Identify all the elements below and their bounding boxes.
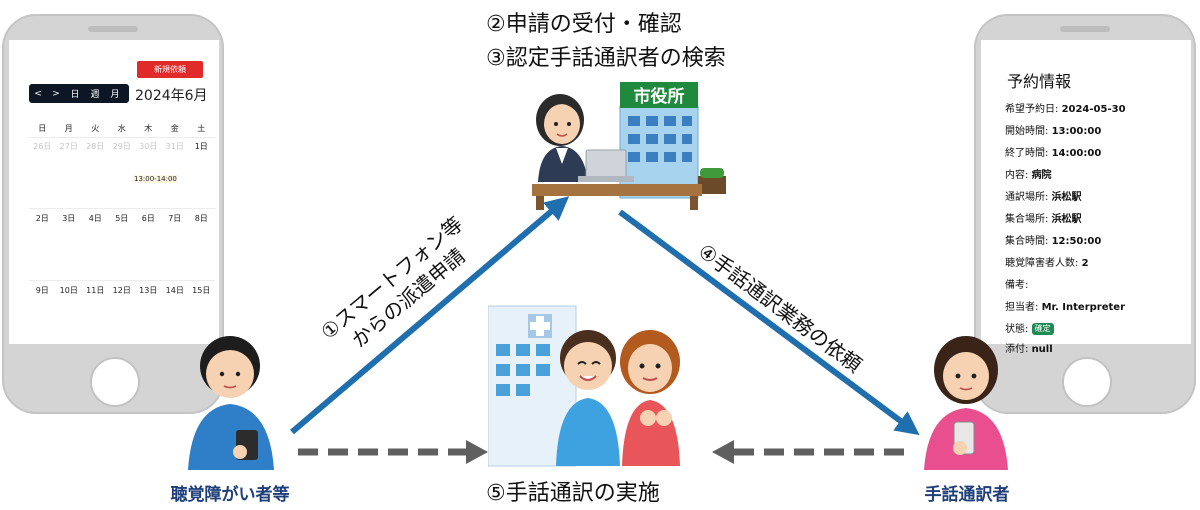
field-attachment: 添付: null [1005,344,1053,355]
next-month-button[interactable]: > [52,88,60,99]
interpreter-label: 手話通訳者 [924,485,1010,505]
field-interpret-place: 通訳場所: 浜松駅 [1005,192,1082,203]
calendar-divider [29,137,215,138]
calendar-day[interactable]: 7日 [168,214,182,223]
left-smartphone: 新規依頼 < > 日 週 月 2024年6月 日 月 火 水 木 金 土 26日… [2,14,224,414]
phone-speaker [88,26,138,32]
field-participant-count: 聴覚障害者人数: 2 [1005,258,1089,269]
field-date: 希望予約日: 2024-05-30 [1005,104,1126,115]
calendar-day[interactable]: 12日 [112,286,131,295]
reservation-screen: 予約情報 希望予約日: 2024-05-30 開始時間: 13:00:00 終了… [981,40,1191,355]
calendar-day[interactable]: 4日 [88,214,102,223]
calendar-day[interactable]: 10日 [59,286,78,295]
calendar-day[interactable]: 14日 [165,286,184,295]
weekday-fri: 金 [170,124,179,133]
weekday-thu: 木 [144,124,153,133]
weekday-wed: 水 [117,124,126,133]
field-content: 内容: 病院 [1005,170,1052,181]
weekday-mon: 月 [64,124,73,133]
hearing-impaired-person [188,336,274,470]
calendar-day[interactable]: 31日 [165,142,184,151]
calendar-day[interactable]: 9日 [35,286,49,295]
calendar-screen: 新規依頼 < > 日 週 月 2024年6月 日 月 火 水 木 金 土 26日… [9,40,219,344]
status-badge: 確定 [1031,323,1054,335]
calendar-day[interactable]: 6日 [141,214,155,223]
field-start-time: 開始時間: 13:00:00 [1005,126,1102,137]
calendar-divider [29,280,215,281]
new-request-button[interactable]: 新規依頼 [137,61,203,78]
weekday-header: 日 月 火 水 木 金 土 [29,123,215,134]
calendar-week-2: 2日 3日 4日 5日 6日 7日 8日 [29,213,215,224]
field-remarks: 備考: [1005,280,1029,291]
month-view-button[interactable]: 月 [110,90,120,100]
weekday-tue: 火 [91,124,100,133]
field-assignee: 担当者: Mr. Interpreter [1005,302,1125,313]
calendar-day[interactable]: 8日 [194,214,208,223]
calendar-day[interactable]: 28日 [86,142,105,151]
calendar-day[interactable]: 26日 [33,142,52,151]
reservation-title: 予約情報 [1007,72,1072,91]
calendar-day[interactable]: 1日 [194,142,208,151]
step2-label: ②申請の受付・確認 [486,12,682,37]
step3-label: ③認定手話通訳者の検索 [486,46,726,71]
calendar-event[interactable]: 13:00-14:00 [133,175,178,183]
arrow-step1 [290,196,570,435]
arrow-step4 [618,209,920,436]
field-end-time: 終了時間: 14:00:00 [1005,148,1102,159]
phone-speaker [1060,26,1110,32]
calendar-day[interactable]: 11日 [86,286,105,295]
home-button [90,357,140,407]
day-view-button[interactable]: 日 [70,90,80,100]
calendar-day[interactable]: 2日 [35,214,49,223]
calendar-day[interactable]: 30日 [139,142,158,151]
calendar-divider [29,208,215,209]
field-meeting-time: 集合時間: 12:50:00 [1005,236,1102,247]
field-status: 状態: 確定 [1005,320,1054,335]
step5-label: ⑤手話通訳の実施 [486,481,660,506]
hearing-impaired-label: 聴覚障がい者等 [170,485,290,505]
calendar-month-title: 2024年6月 [135,88,208,104]
hospital-illustration [488,305,680,467]
weekday-sun: 日 [38,124,47,133]
dashed-arrow-right-head [712,440,734,464]
calendar-nav-bar: < > 日 週 月 [29,84,129,103]
prev-month-button[interactable]: < [34,88,42,99]
calendar-day[interactable]: 13日 [139,286,158,295]
city-hall-sign: 市役所 [634,86,685,107]
calendar-week-1: 26日 27日 28日 29日 30日 31日 1日 [29,141,215,152]
home-button [1062,357,1112,407]
city-hall-illustration: 市役所 [532,82,726,210]
calendar-day[interactable]: 3日 [62,214,76,223]
calendar-day[interactable]: 27日 [59,142,78,151]
calendar-week-3: 9日 10日 11日 12日 13日 14日 15日 [29,285,215,296]
interpreter-person [924,336,1008,470]
right-smartphone: 予約情報 希望予約日: 2024-05-30 開始時間: 13:00:00 終了… [974,14,1196,414]
weekday-sat: 土 [197,124,206,133]
calendar-day[interactable]: 15日 [192,286,211,295]
dashed-arrow-left-head [466,440,488,464]
calendar-day[interactable]: 29日 [112,142,131,151]
calendar-day[interactable]: 5日 [115,214,129,223]
week-view-button[interactable]: 週 [90,90,100,100]
field-meeting-place: 集合場所: 浜松駅 [1005,214,1082,225]
